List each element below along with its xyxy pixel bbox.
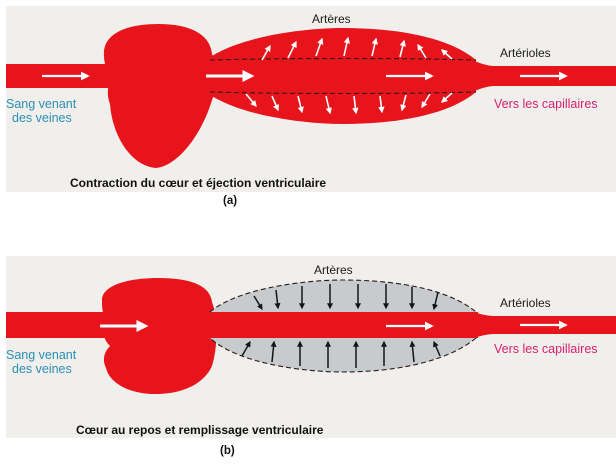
artery-lumen [206,312,478,338]
panel-letter-a: (a) [223,195,237,208]
heart-relaxed [102,278,217,394]
source-label-line2: des veines [12,111,72,125]
panel-a-contraction: Artères Artérioles Sang venant des veine… [6,6,616,192]
source-label-line1: Sang venant [6,97,76,111]
arterioles-label: Artérioles [500,47,551,61]
arterioles-label: Artérioles [500,297,551,311]
heart-contracted [104,24,217,168]
arteries-label: Artères [314,264,353,278]
destination-label: Vers les capillaires [494,97,598,111]
arteries-label: Artères [312,13,351,27]
destination-label: Vers les capillaires [494,342,598,356]
panel-b-resting: Artères Artérioles Sang venant des veine… [6,256,616,438]
source-label-line2: des veines [12,362,72,376]
panel-caption: Contraction du cœur et éjection ventricu… [70,177,326,191]
source-label-line1: Sang venant [6,348,76,362]
panel-caption: Cœur au repos et remplissage ventriculai… [76,424,323,438]
panel-letter-b: (b) [220,445,235,458]
